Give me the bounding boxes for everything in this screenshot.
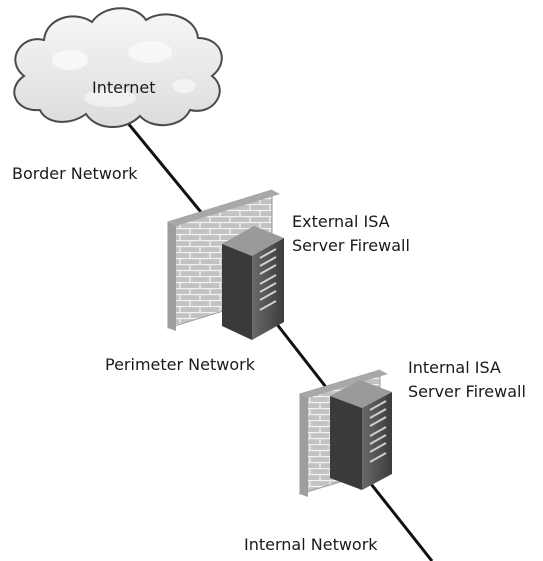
external-isa-server-icon	[222, 226, 284, 340]
internal-firewall-label-line2: Server Firewall	[408, 382, 526, 401]
border-network-label: Border Network	[12, 164, 138, 183]
internal-network-label: Internal Network	[244, 535, 378, 554]
external-firewall-label-line2: Server Firewall	[292, 236, 410, 255]
border-network-link	[116, 110, 216, 229]
external-firewall-label-line1: External ISA	[292, 212, 390, 231]
perimeter-network-label: Perimeter Network	[105, 355, 255, 374]
internet-label: Internet	[92, 78, 156, 97]
internal-network-link	[358, 469, 434, 561]
internet-cloud-icon	[13, 7, 223, 129]
internal-isa-server-icon	[330, 380, 392, 490]
internal-firewall-label-line1: Internal ISA	[408, 358, 501, 377]
